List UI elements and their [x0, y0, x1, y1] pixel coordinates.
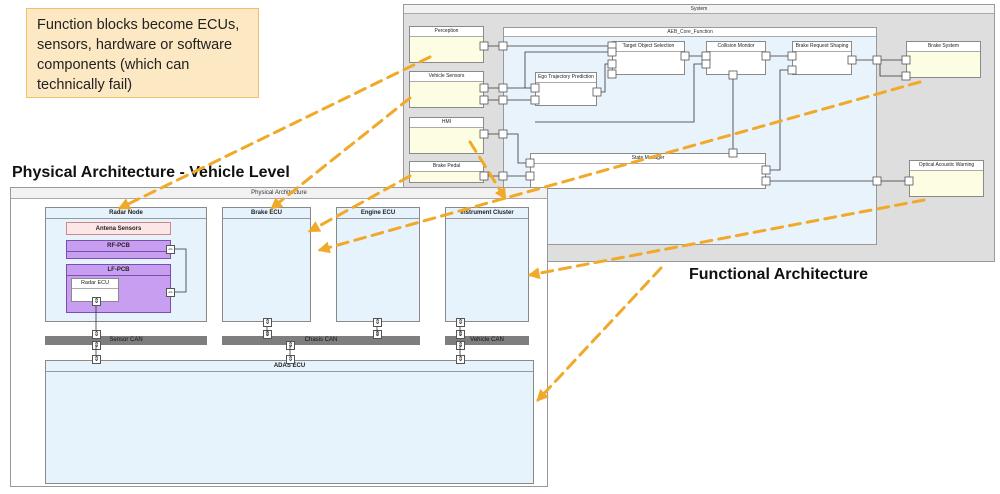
note-line-4: technically fail): [37, 77, 133, 93]
radar-node-label: Radar Node: [46, 208, 206, 219]
brake-request-shaping-block[interactable]: Brake Request Shaping: [792, 41, 852, 75]
rf-pcb[interactable]: RF-PCB: [66, 240, 171, 259]
functional-signal-lines: [484, 46, 909, 181]
physical-connectors: [95, 248, 461, 355]
note-line-2: sensors, hardware or software: [37, 37, 233, 53]
brake-pedal-label: Brake Pedal: [410, 162, 483, 172]
chasis-can-label: Chasis CAN: [304, 337, 338, 343]
aeb-title: AEB_Core_Function: [504, 28, 876, 37]
sensor-can-label: Sensor CAN: [109, 337, 143, 343]
instrument-cluster-label: Instrument Cluster: [446, 208, 528, 219]
ego-trajectory-prediction-label: Ego Trajectory Prediction: [536, 73, 596, 83]
perception-label: Perception: [410, 27, 483, 37]
vehicle-can-port-top[interactable]: ⇕: [456, 330, 465, 339]
adas-ecu-port-chasis[interactable]: ⇕: [286, 355, 295, 364]
system-title: System: [404, 5, 994, 14]
collision-monitor-label: Collision Monitor: [707, 42, 765, 52]
radar-ecu-port[interactable]: ⇕: [92, 297, 101, 306]
brake-ecu-port[interactable]: ⇕: [263, 318, 272, 327]
functional-architecture-heading: Functional Architecture: [689, 266, 868, 283]
brake-pedal-block[interactable]: Brake Pedal: [409, 161, 484, 183]
optical-acoustic-warning-label: Optical Acoustic Warning: [910, 161, 983, 171]
vehicle-can-port-mid[interactable]: ⇕: [456, 341, 465, 350]
antena-sensors[interactable]: Antena Sensors: [66, 222, 171, 235]
radar-ecu-label: Radar ECU: [72, 279, 118, 289]
vehicle-can-label: Vehicle CAN: [470, 337, 504, 343]
vehicle-can-bus[interactable]: Vehicle CAN: [445, 336, 529, 345]
mapping-arrows: [117, 55, 926, 402]
target-object-selection-label: Target Object Selection: [613, 42, 684, 52]
perception-block[interactable]: Perception: [409, 26, 484, 63]
adas-ecu-port-sensor[interactable]: ⇕: [92, 355, 101, 364]
antena-sensors-label: Antena Sensors: [95, 226, 142, 232]
engine-ecu-label: Engine ECU: [337, 208, 419, 219]
chasis-can-bus[interactable]: Chasis CAN: [222, 336, 420, 345]
rf-pcb-port[interactable]: ⇔: [166, 245, 175, 254]
instrument-cluster-port[interactable]: ⇕: [456, 318, 465, 327]
state-manager-block[interactable]: State Manager: [530, 153, 766, 189]
optical-acoustic-warning-block[interactable]: Optical Acoustic Warning: [909, 160, 984, 197]
brake-request-shaping-label: Brake Request Shaping: [793, 42, 851, 52]
explanation-note: Function blocks become ECUs, sensors, ha…: [26, 8, 259, 98]
lf-pcb-port[interactable]: ⇔: [166, 288, 175, 297]
rf-pcb-label: RF-PCB: [67, 241, 170, 252]
hmi-label: HMI: [410, 118, 483, 128]
adas-ecu-label: ADAS ECU: [46, 361, 533, 372]
adas-ecu[interactable]: ADAS ECU: [45, 360, 534, 484]
sensor-can-bus[interactable]: Sensor CAN: [45, 336, 207, 345]
functional-ports: [479, 41, 914, 186]
chasis-can-port-engine[interactable]: ⇕: [373, 330, 382, 339]
hmi-block[interactable]: HMI: [409, 117, 484, 154]
lf-pcb-label: LF-PCB: [67, 265, 170, 276]
brake-ecu-label: Brake ECU: [223, 208, 310, 219]
sensor-can-port-top[interactable]: ⇕: [92, 330, 101, 339]
physical-architecture-heading: Physical Architecture - Vehicle Level: [12, 164, 290, 181]
brake-ecu[interactable]: Brake ECU: [222, 207, 311, 322]
chasis-can-port-brake[interactable]: ⇕: [263, 330, 272, 339]
brake-system-label: Brake System: [907, 42, 980, 52]
note-line-1: Function blocks become ECUs,: [37, 17, 240, 33]
brake-system-block[interactable]: Brake System: [906, 41, 981, 78]
engine-ecu-port[interactable]: ⇕: [373, 318, 382, 327]
sensor-can-port-mid[interactable]: ⇕: [92, 341, 101, 350]
adas-ecu-port-vehicle[interactable]: ⇕: [456, 355, 465, 364]
vehicle-sensors-label: Vehicle Sensors: [410, 72, 483, 82]
note-line-3: components (which can: [37, 57, 190, 73]
instrument-cluster[interactable]: Instrument Cluster: [445, 207, 529, 322]
chasis-can-port-mid[interactable]: ⇕: [286, 341, 295, 350]
target-object-selection-block[interactable]: Target Object Selection: [612, 41, 685, 75]
